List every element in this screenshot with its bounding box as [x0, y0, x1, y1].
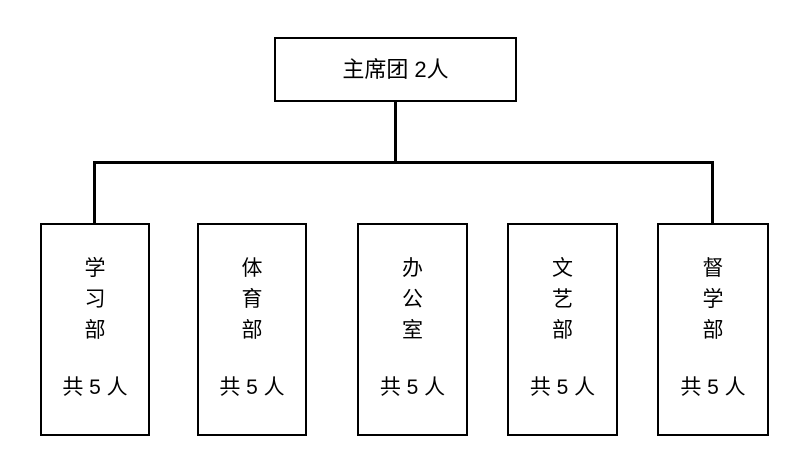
department-node-office: 办公室 共 5 人 [357, 223, 468, 436]
connector-left-drop [93, 161, 96, 225]
department-count: 共 5 人 [62, 376, 128, 399]
department-name: 督学部 [702, 257, 724, 342]
root-node: 主席团 2人 [274, 37, 517, 102]
department-node-sports: 体育部 共 5 人 [197, 223, 307, 436]
department-node-study: 学习部 共 5 人 [40, 223, 150, 436]
department-count: 共 5 人 [379, 376, 446, 399]
department-count: 共 5 人 [529, 376, 596, 399]
connector-horizontal-bar [93, 161, 714, 164]
department-node-supervision: 督学部 共 5 人 [657, 223, 769, 436]
connector-stem [394, 102, 397, 164]
connector-right-drop [711, 161, 714, 225]
department-count: 共 5 人 [680, 376, 746, 399]
department-node-arts: 文艺部 共 5 人 [507, 223, 618, 436]
department-name: 体育部 [241, 257, 263, 342]
root-node-label: 主席团 2人 [342, 56, 449, 82]
department-name: 文艺部 [551, 257, 573, 342]
department-count: 共 5 人 [219, 376, 285, 399]
department-name: 学习部 [84, 257, 106, 342]
department-name: 办公室 [401, 257, 423, 342]
